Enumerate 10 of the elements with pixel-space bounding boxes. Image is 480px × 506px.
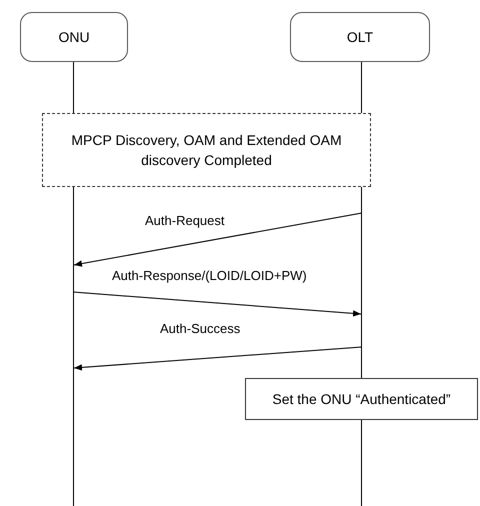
note-box: MPCP Discovery, OAM and Extended OAM discovery Completed xyxy=(42,113,371,187)
message-arrow xyxy=(74,212,362,267)
edge-label: Auth-Request xyxy=(143,213,226,228)
participant-box: OLT xyxy=(290,12,430,62)
edge-label: Auth-Success xyxy=(158,321,242,336)
edge-label: Auth-Response/(LOID/LOID+PW) xyxy=(110,268,309,283)
participant-box: ONU xyxy=(20,12,128,62)
message-arrow xyxy=(74,346,362,371)
note-box: Set the ONU “Authenticated” xyxy=(245,378,478,420)
message-arrow xyxy=(72,292,362,317)
